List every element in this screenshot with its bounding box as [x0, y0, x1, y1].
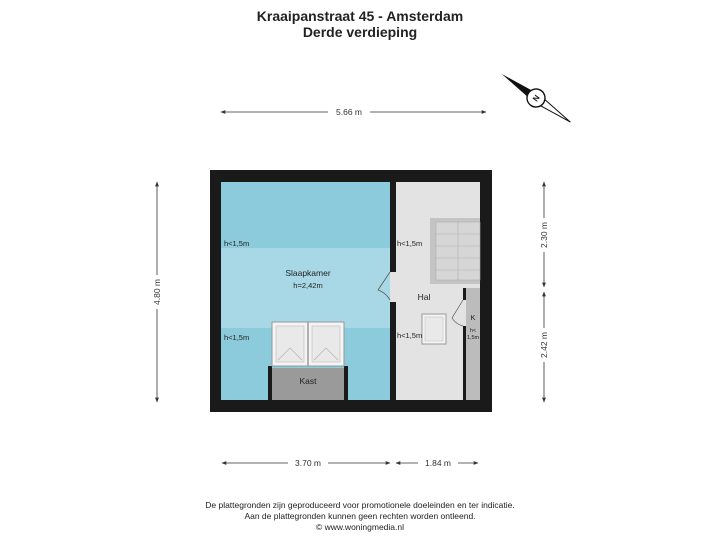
k-height-2: 1,5m — [467, 335, 480, 341]
dimension-top-label: 5.66 m — [336, 107, 362, 117]
room-kast — [272, 368, 344, 400]
slaapkamer-low-zone-top — [221, 182, 390, 248]
skylight-windows — [271, 321, 345, 367]
dimension-bottom-left: 3.70 m — [221, 457, 391, 469]
footer: De plattegronden zijn geproduceerd voor … — [0, 500, 720, 533]
dimension-bottom-left-label: 3.70 m — [295, 458, 321, 468]
kast-name: Kast — [299, 376, 317, 386]
stair — [430, 218, 481, 284]
k-height-1: h< — [470, 328, 476, 334]
hal-name: Hal — [418, 292, 431, 302]
dimension-right-upper: 2.30 m — [538, 181, 550, 288]
k-name: K — [470, 313, 475, 322]
address-title: Kraaipanstraat 45 - Amsterdam — [256, 8, 464, 24]
slaapkamer-name: Slaapkamer — [285, 268, 331, 278]
floor-title: Derde verdieping — [302, 24, 418, 40]
hal-height-note-bottom: h<1,5m — [397, 331, 422, 340]
dimension-left: 4.80 m — [151, 181, 163, 403]
dimension-right-upper-label: 2.30 m — [539, 222, 549, 248]
slaapkamer-height: h=2,42m — [293, 281, 322, 290]
dimension-left-label: 4.80 m — [152, 279, 162, 305]
dimension-right-lower-label: 2.42 m — [539, 332, 549, 358]
slaapkamer-height-note-bottom: h<1,5m — [224, 333, 249, 342]
slaapkamer-height-note-top: h<1,5m — [224, 239, 249, 248]
bedroom-door — [390, 272, 396, 302]
dimension-top: 5.66 m — [220, 106, 487, 118]
hal-height-note-top: h<1,5m — [397, 239, 422, 248]
footer-disclaimer-2: Aan de plattegronden kunnen geen rechten… — [244, 511, 476, 521]
room-k — [466, 288, 480, 400]
compass-north-label: N — [531, 93, 542, 103]
dimension-right-lower: 2.42 m — [538, 291, 550, 403]
dimension-bottom-right: 1.84 m — [395, 457, 479, 469]
compass — [501, 73, 571, 123]
footer-disclaimer-1: De plattegronden zijn geproduceerd voor … — [205, 500, 515, 510]
footer-copyright: © www.woningmedia.nl — [316, 522, 404, 532]
hal-skylight — [421, 313, 447, 345]
dimension-bottom-right-label: 1.84 m — [425, 458, 451, 468]
